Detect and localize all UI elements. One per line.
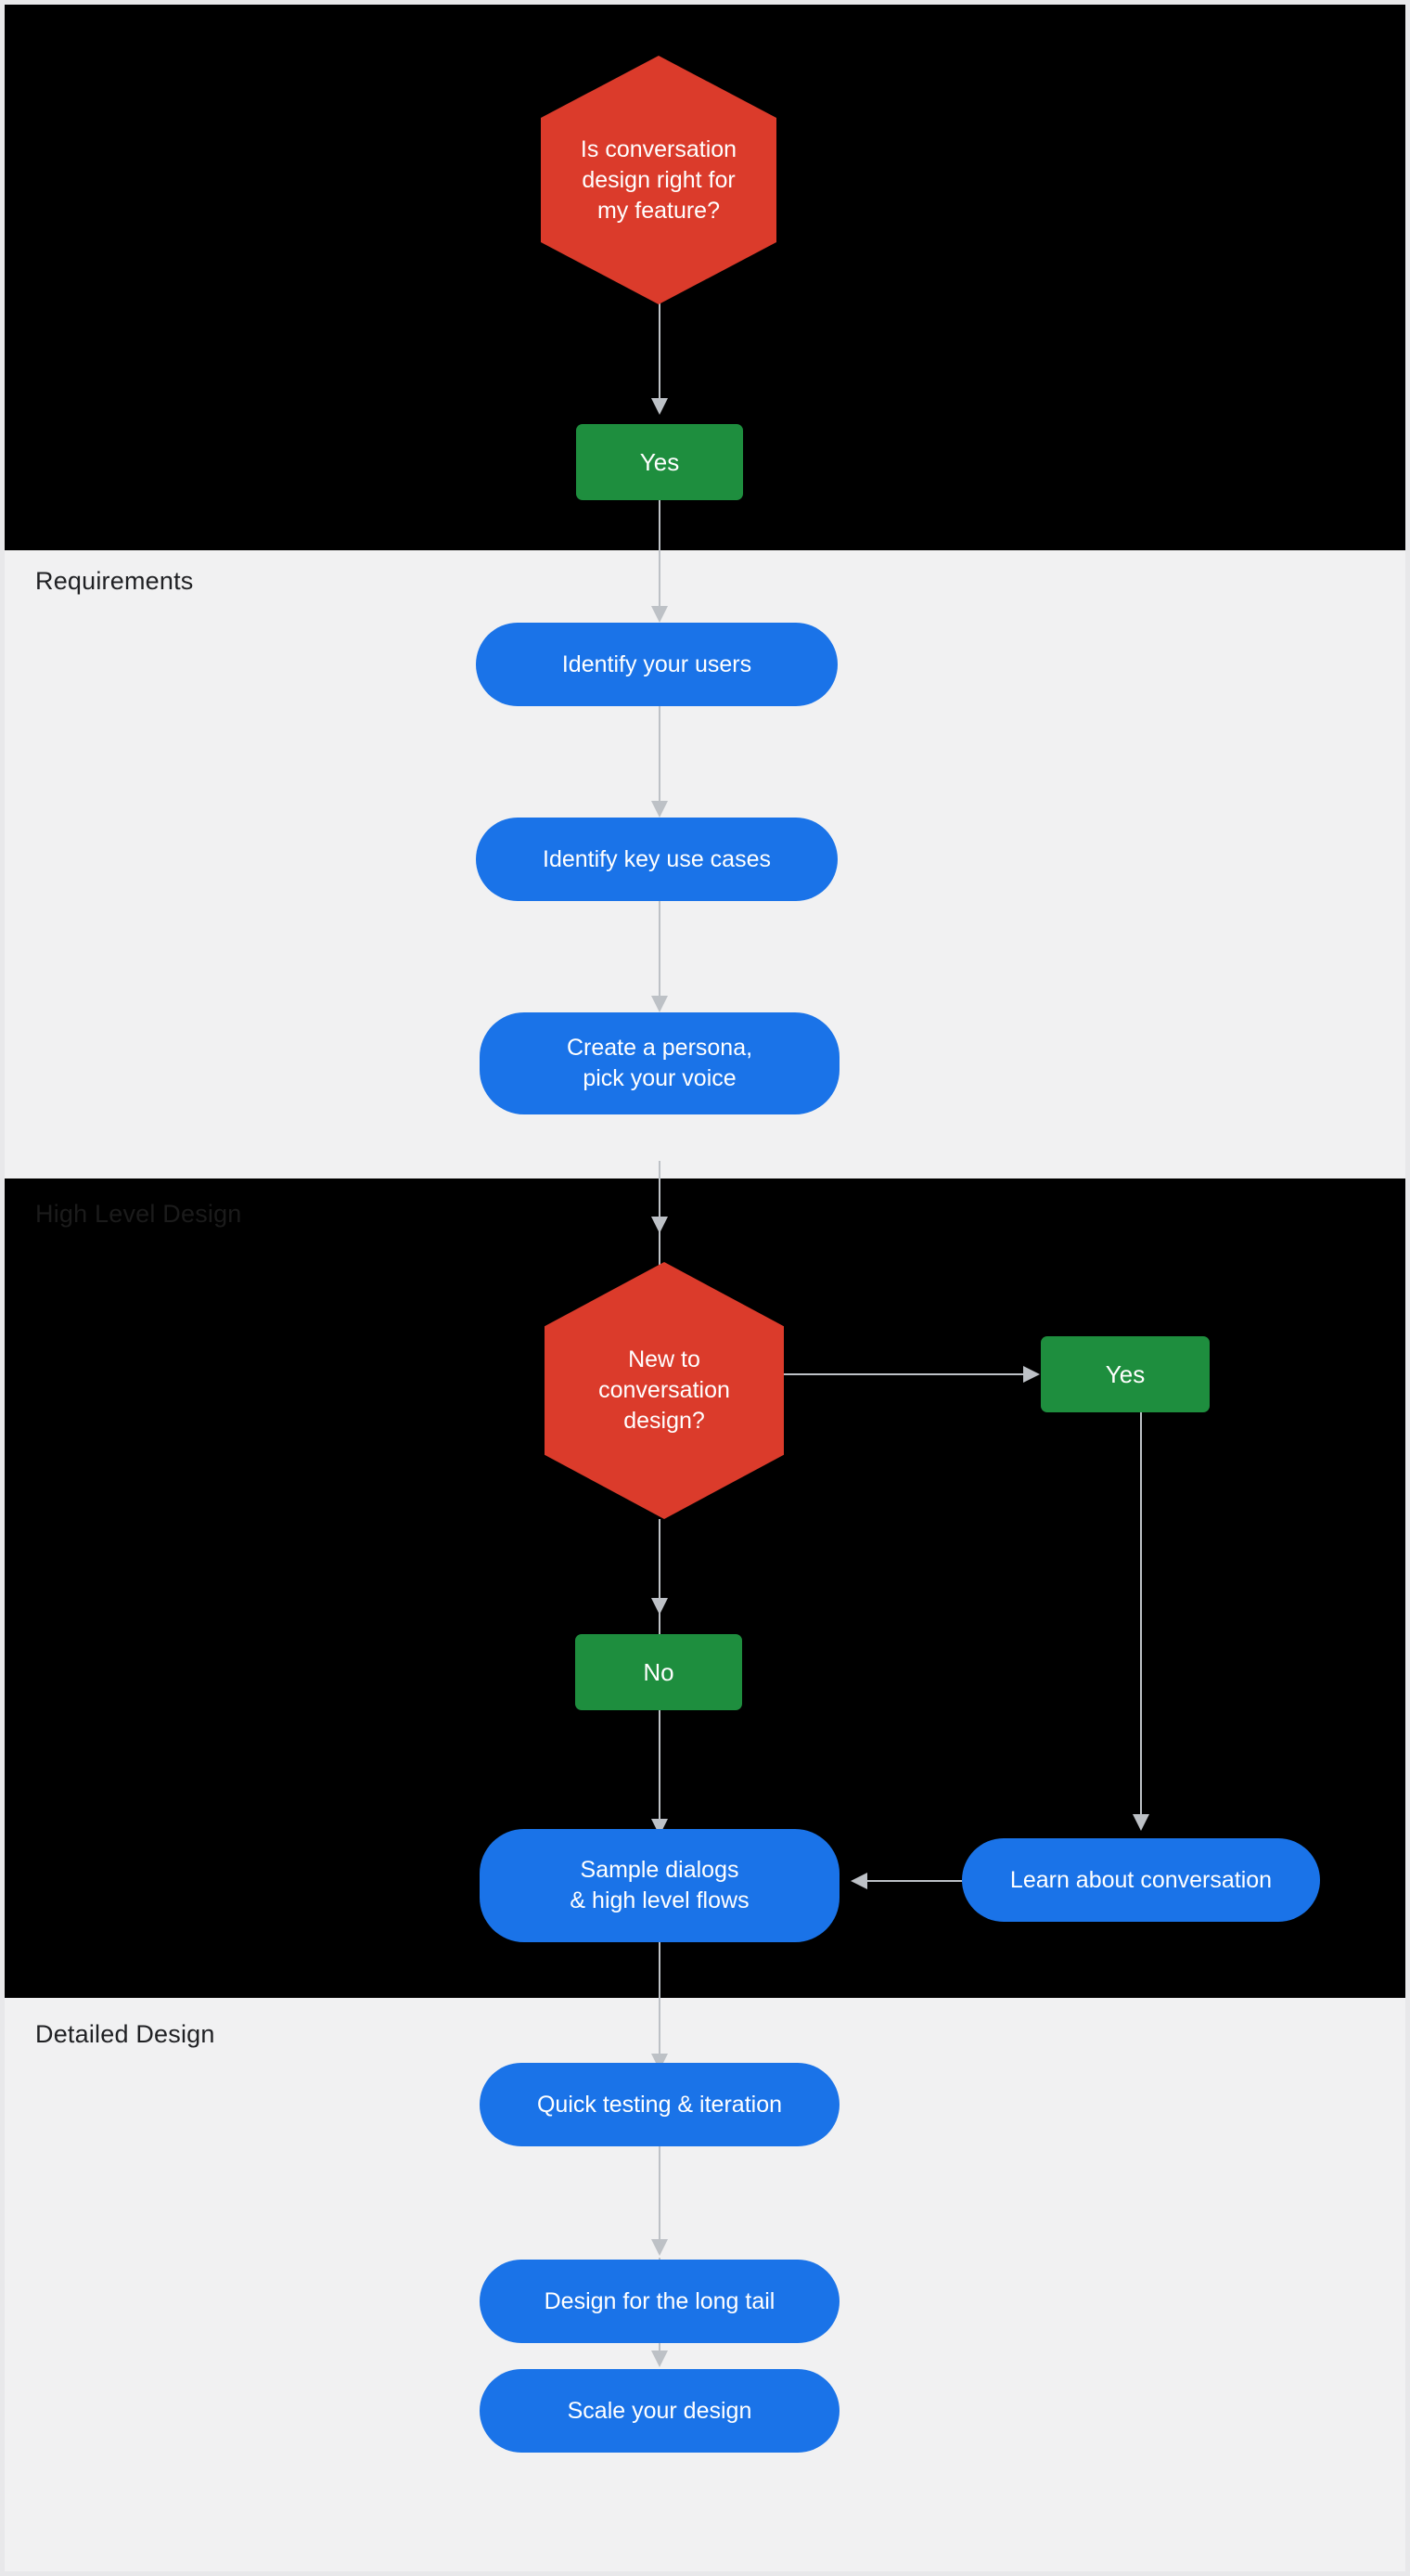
node-sample-dialogs-line-2: & high level flows [570, 1887, 750, 1913]
band-label-high-level-design: High Level Design [35, 1200, 242, 1228]
node-design-for-the-long-tail[interactable]: Design for the long tail [480, 2260, 840, 2343]
node-quick-testing-iteration[interactable]: Quick testing & iteration [480, 2063, 840, 2146]
node-scale-your-design[interactable]: Scale your design [480, 2369, 840, 2453]
node-sample-dialogs-line-1: Sample dialogs [580, 1857, 739, 1883]
arrowhead-long-tail-to-scale-design [651, 2351, 668, 2367]
decision-1-line-2: design right for [582, 166, 736, 193]
decision-2-line-2: conversation [598, 1377, 730, 1403]
connector-no1-to-sample-dialogs [659, 1710, 660, 1831]
arrowhead-identify-users-to-identify-cases [651, 801, 668, 818]
node-create-persona-line-2: pick your voice [583, 1065, 737, 1091]
node-scale-your-design-label: Scale your design [567, 2397, 752, 2424]
arrowhead-yes1-to-identify-users [651, 606, 668, 623]
band-label-detailed-design: Detailed Design [35, 2020, 215, 2048]
node-create-persona-pick-voice[interactable]: Create a persona, pick your voice [480, 1012, 840, 1114]
decision-1-line-3: my feature? [596, 197, 720, 224]
decision-1-line-1: Is conversation [580, 135, 737, 162]
node-design-for-the-long-tail-label: Design for the long tail [544, 2287, 776, 2314]
arrowhead-learn-conversation-to-sample-dialogs [851, 1873, 867, 1889]
connector-yes1-to-identify-users [659, 500, 660, 613]
connector-yes2-to-learn-conversation [1140, 1412, 1142, 1821]
band-label-requirements: Requirements [35, 567, 194, 595]
connector-create-persona-to-decision2 [659, 1161, 660, 1270]
node-yes-1[interactable]: Yes [576, 424, 743, 500]
node-yes-1-label: Yes [639, 447, 680, 476]
arrowhead-decision1-to-yes1 [651, 398, 668, 415]
connector-decision1-to-yes1 [659, 303, 660, 406]
arrowhead-decision2-to-yes2 [1023, 1366, 1040, 1383]
node-identify-your-users[interactable]: Identify your users [476, 623, 838, 706]
connector-identify-users-to-identify-cases [659, 706, 660, 808]
node-yes-2-label: Yes [1105, 1359, 1146, 1388]
arrowhead-create-persona-to-decision2 [651, 1217, 668, 1233]
node-sample-dialogs-high-level-flows[interactable]: Sample dialogs & high level flows [480, 1829, 840, 1942]
connector-sample-dialogs-to-quick-testing [659, 1942, 660, 2063]
connector-decision2-to-no1 [659, 1519, 660, 1638]
connector-learn-conversation-to-sample-dialogs [867, 1880, 965, 1882]
node-no-1-label: No [643, 1657, 674, 1686]
connector-identify-cases-to-create-persona [659, 901, 660, 1003]
arrowhead-decision2-to-no1 [651, 1598, 668, 1615]
decision-2-line-1: New to [628, 1346, 700, 1372]
node-yes-2[interactable]: Yes [1041, 1336, 1210, 1412]
node-no-1[interactable]: No [575, 1634, 742, 1710]
connector-quick-testing-to-long-tail [659, 2146, 660, 2247]
connector-decision2-to-yes2 [784, 1373, 1025, 1375]
node-quick-testing-iteration-label: Quick testing & iteration [536, 2091, 782, 2118]
node-create-persona-line-1: Create a persona, [566, 1035, 753, 1061]
node-learn-about-conversation[interactable]: Learn about conversation [962, 1838, 1320, 1922]
arrowhead-identify-cases-to-create-persona [651, 996, 668, 1012]
arrowhead-yes2-to-learn-conversation [1133, 1814, 1149, 1831]
node-learn-about-conversation-label: Learn about conversation [1009, 1866, 1273, 1893]
decision-2-line-3: design? [623, 1408, 705, 1434]
node-identify-key-use-cases-label: Identify key use cases [543, 845, 771, 872]
node-identify-your-users-label: Identify your users [561, 650, 752, 677]
node-identify-key-use-cases[interactable]: Identify key use cases [476, 818, 838, 901]
arrowhead-quick-testing-to-long-tail [651, 2239, 668, 2256]
